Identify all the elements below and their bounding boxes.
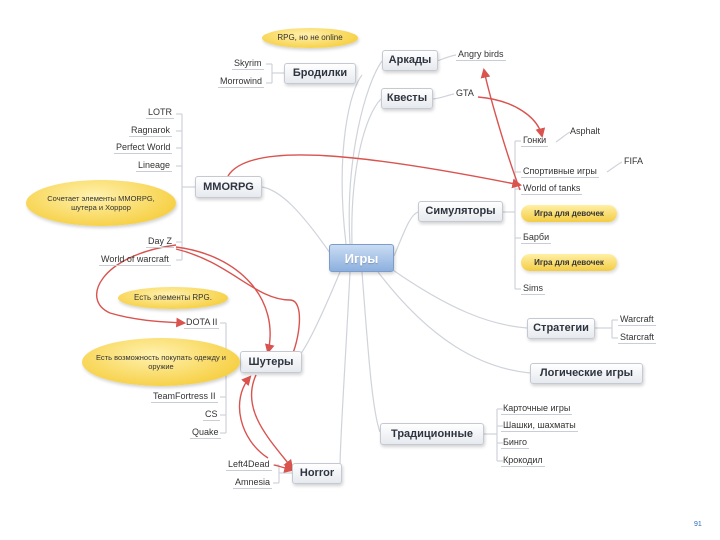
link-root-horror: [339, 271, 351, 469]
link-arcades-angrybirds: [436, 54, 457, 62]
leaf-perfect-world[interactable]: Perfect World: [114, 142, 173, 154]
arrow-left4dead-horror: [273, 463, 295, 473]
leaf-cs[interactable]: CS: [203, 409, 220, 421]
bracket-horror: [273, 464, 292, 484]
leaf-skyrim[interactable]: Skyrim: [232, 58, 264, 70]
leaf-lineage[interactable]: Lineage: [136, 160, 173, 172]
branch-mmorpg[interactable]: MMORPG: [195, 176, 262, 198]
link-root-mmorpg: [261, 186, 331, 254]
leaf-ragnarok[interactable]: Ragnarok: [129, 125, 173, 137]
leaf-card-games[interactable]: Карточные игры: [501, 403, 573, 415]
link-root-simulators: [393, 211, 419, 257]
link-root-quests: [351, 98, 382, 245]
leaf-world-of-warcraft[interactable]: World of warcraft: [99, 254, 171, 266]
leaf-crocodile[interactable]: Крокодил: [501, 455, 545, 467]
note-girls-game-2: Игра для девочек: [521, 254, 617, 271]
arrow-dayz-shooters: [175, 246, 275, 355]
branch-horror[interactable]: Horror: [292, 463, 342, 484]
link-root-logic: [377, 271, 531, 374]
branch-logic[interactable]: Логические игры: [530, 363, 643, 384]
leaf-warcraft[interactable]: Warcraft: [618, 314, 656, 326]
link-root-traditional: [361, 271, 381, 433]
branch-shooters[interactable]: Шутеры: [240, 351, 302, 373]
leaf-day-z[interactable]: Day Z: [146, 236, 175, 248]
leaf-quake[interactable]: Quake: [190, 427, 221, 439]
leaf-checkers[interactable]: Шашки, шахматы: [501, 420, 578, 432]
bracket-shooters: [220, 322, 240, 434]
leaf-world-of-tanks[interactable]: World of tanks: [521, 183, 583, 195]
branch-strategies[interactable]: Стратегии: [527, 318, 595, 339]
note-girls-game-1: Игра для девочек: [521, 205, 617, 222]
bracket-wanderers: [266, 63, 284, 84]
leaf-asphalt[interactable]: Asphalt: [570, 126, 601, 136]
link-root-wanderers: [341, 74, 363, 245]
leaf-dota[interactable]: DOTA II: [184, 317, 220, 329]
note-rpg-not-online: RPG, но не online: [262, 28, 358, 48]
leaf-left4dead[interactable]: Left4Dead: [226, 459, 272, 471]
note-buy-clothes: Есть возможность покупать одежду и оружи…: [82, 338, 240, 386]
arrow-tanks-arcades: [480, 67, 521, 191]
branch-arcades[interactable]: Аркады: [382, 50, 438, 71]
leaf-amnesia[interactable]: Amnesia: [233, 477, 273, 489]
note-mmorpg-mix: Сочетает элементы MMORPG, шутера и Хорро…: [26, 180, 176, 226]
leaf-sims[interactable]: Sims: [521, 283, 545, 295]
branch-traditional[interactable]: Традиционные: [380, 423, 484, 445]
note-rpg-elements: Есть элементы RPG.: [118, 287, 228, 309]
link-root-arcades: [348, 60, 383, 245]
link-quests-gta: [432, 93, 455, 100]
branch-quests[interactable]: Квесты: [381, 88, 433, 109]
bracket-strategies: [595, 319, 618, 339]
arrow-shooters-horror: [250, 374, 294, 470]
link-races-asphalt: [555, 131, 571, 143]
leaf-team-fortress[interactable]: TeamFortress II: [151, 391, 218, 403]
leaf-gta[interactable]: GTA: [456, 88, 474, 98]
leaf-barbie[interactable]: Барби: [521, 232, 552, 244]
bracket-mmorpg: [176, 113, 195, 261]
root-node[interactable]: Игры: [329, 244, 394, 272]
branch-wanderers[interactable]: Бродилки: [284, 63, 356, 84]
arrow-left4dead-shooters: [238, 375, 269, 459]
leaf-fifa[interactable]: FIFA: [624, 156, 644, 166]
arrow-mmorpg-tanks: [227, 154, 523, 189]
link-sports-fifa: [606, 161, 623, 173]
branch-simulators[interactable]: Симуляторы: [418, 201, 503, 222]
leaf-morrowind[interactable]: Morrowind: [218, 76, 265, 88]
link-root-strategies: [389, 267, 528, 329]
link-root-shooters: [297, 271, 341, 358]
leaf-angry-birds[interactable]: Angry birds: [456, 49, 506, 61]
arrow-gta-races: [477, 96, 546, 139]
page-number: 91: [694, 521, 702, 528]
arrow-dayz-dota: [95, 244, 187, 328]
bracket-traditional: [484, 408, 503, 462]
leaf-lotr[interactable]: LOTR: [146, 107, 175, 119]
leaf-starcraft[interactable]: Starcraft: [618, 332, 657, 344]
leaf-bingo[interactable]: Бинго: [501, 437, 529, 449]
leaf-sports[interactable]: Спортивные игры: [521, 166, 599, 178]
leaf-races[interactable]: Гонки: [521, 135, 549, 147]
arrow-dayz-horror: [175, 248, 301, 361]
